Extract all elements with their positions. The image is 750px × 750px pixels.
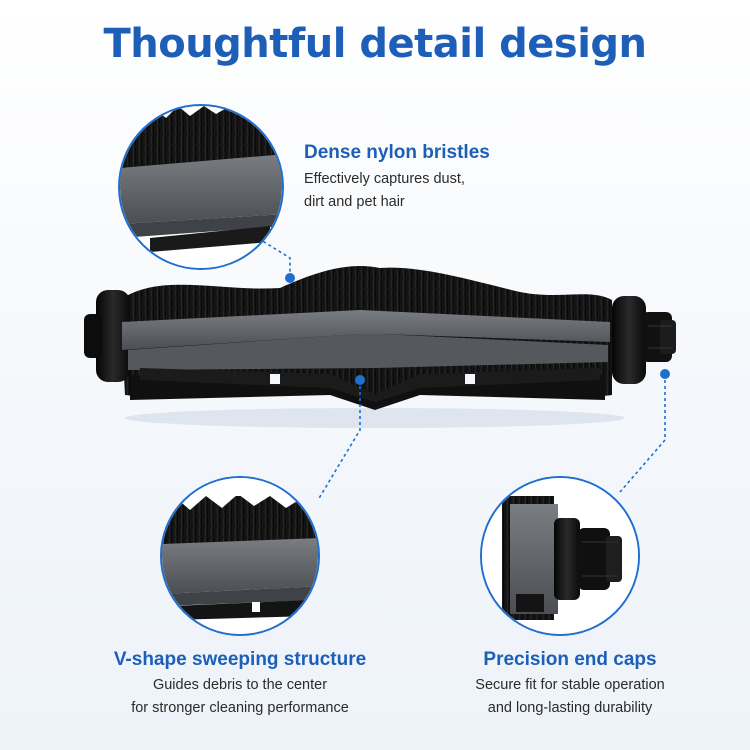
- bristles-desc-line-1: Effectively captures dust,: [304, 171, 465, 187]
- bristles-feature-title: Dense nylon bristles: [304, 142, 490, 163]
- endcaps-desc-line-1: Secure fit for stable operation: [475, 677, 665, 693]
- left-end-cap: [96, 290, 130, 382]
- bristles-closeup-circle: [118, 104, 284, 270]
- endcaps-feature-desc: Secure fit for stable operation and long…: [420, 674, 720, 720]
- bristles-desc-line-2: dirt and pet hair: [304, 194, 405, 210]
- page-title: Thoughtful detail design: [103, 21, 647, 67]
- vshape-desc-line-1: Guides debris to the center: [152, 677, 328, 693]
- vshape-desc-line-2: for stronger cleaning performance: [131, 700, 349, 716]
- endcaps-feature-title: Precision end caps: [483, 649, 657, 670]
- right-end-cap: [612, 296, 646, 384]
- bristles-feature-desc: Effectively captures dust, dirt and pet …: [304, 168, 465, 214]
- endcaps-closeup-circle: [480, 476, 640, 636]
- rubber-v-fin: [122, 310, 610, 350]
- vshape-feature-desc: Guides debris to the center for stronger…: [80, 674, 400, 720]
- endcaps-desc-line-2: and long-lasting durability: [487, 700, 653, 716]
- base-plate: [140, 368, 600, 402]
- brush-shadow: [125, 408, 625, 428]
- vshape-feature-title: V-shape sweeping structure: [113, 649, 367, 670]
- vshape-closeup-circle: [160, 476, 320, 636]
